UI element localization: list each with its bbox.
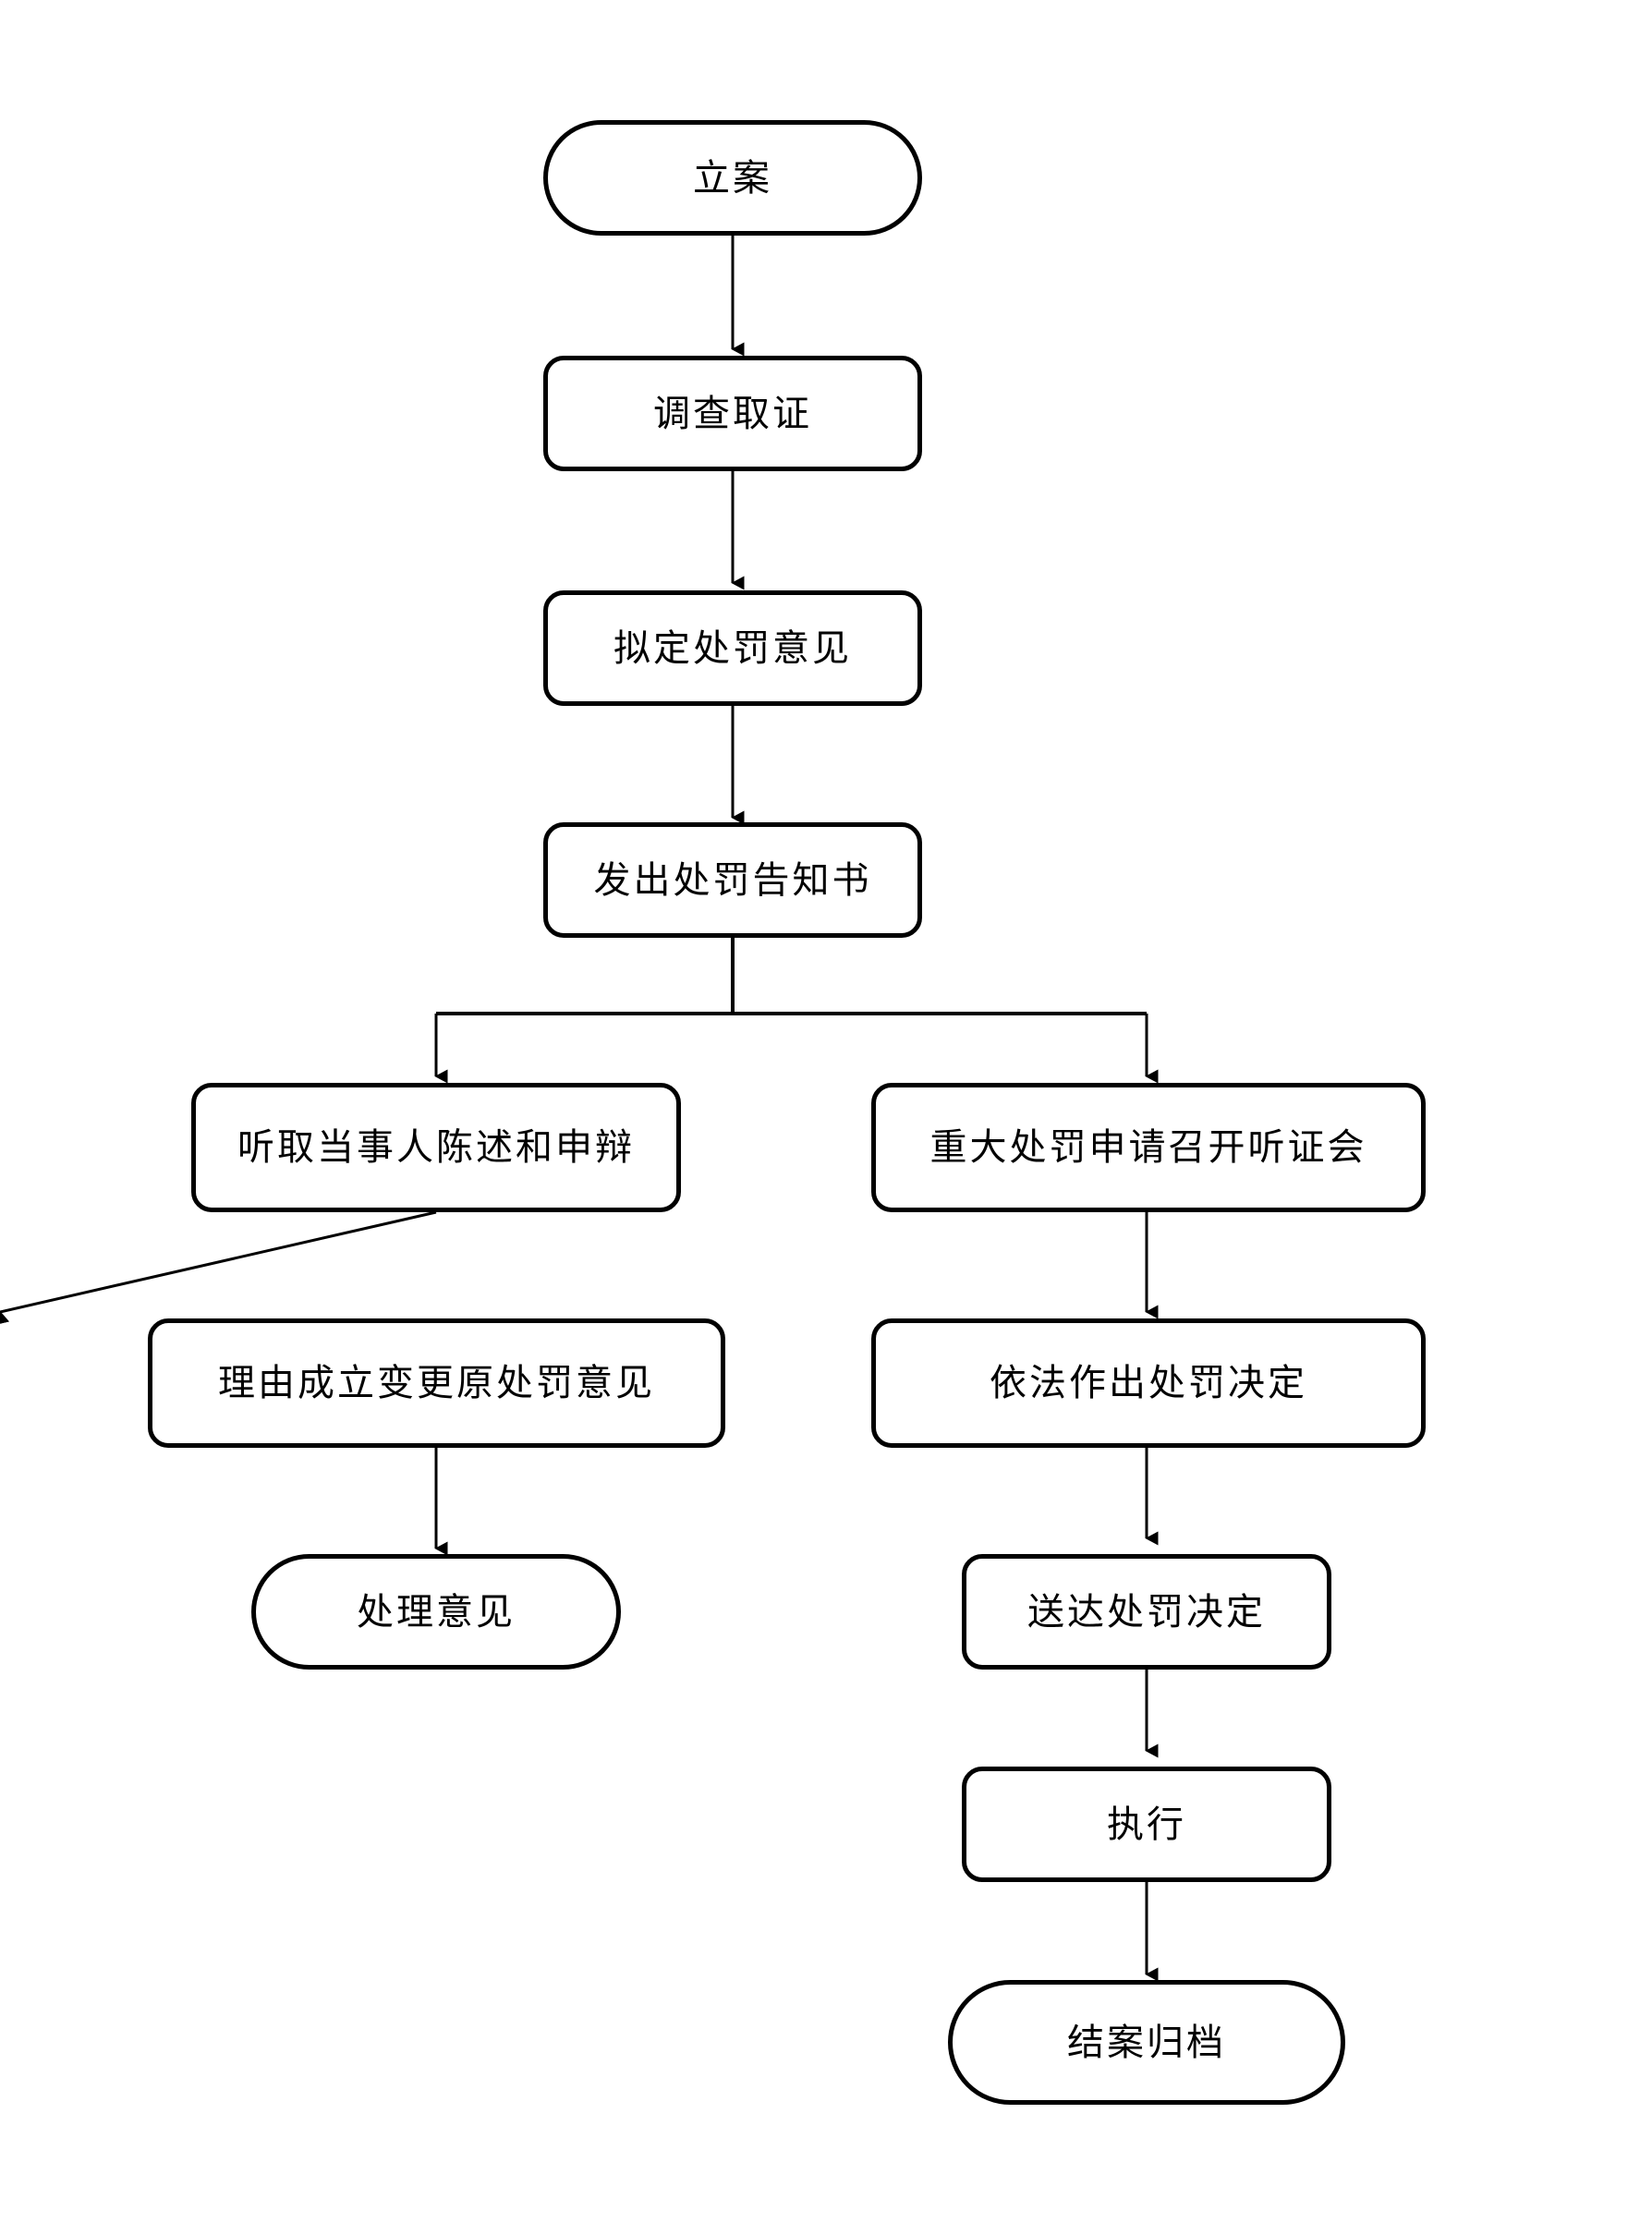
node-label: 结案归档 xyxy=(1067,2021,1226,2064)
node-label: 执行 xyxy=(1107,1803,1186,1846)
node-label: 重大处罚申请召开听证会 xyxy=(929,1126,1367,1169)
node-liangan[interactable]: 立案 xyxy=(543,120,922,236)
node-jiean-guidang[interactable]: 结案归档 xyxy=(948,1980,1345,2105)
node-songda-chufa-jueding[interactable]: 送达处罚决定 xyxy=(962,1554,1331,1670)
node-liyou-chengli-biangeng[interactable]: 理由成立变更原处罚意见 xyxy=(148,1318,725,1448)
node-zhongda-chufa-tingzhenghui[interactable]: 重大处罚申请召开听证会 xyxy=(871,1083,1426,1212)
node-yifa-zuochu-jueding[interactable]: 依法作出处罚决定 xyxy=(871,1318,1426,1448)
node-tingqu-chenshu-shenbian[interactable]: 听取当事人陈述和申辩 xyxy=(191,1083,681,1212)
edge-n5-n7 xyxy=(0,1210,437,1325)
node-label: 听取当事人陈述和申辩 xyxy=(237,1126,635,1169)
node-fachu-chufa-gaozhishu[interactable]: 发出处罚告知书 xyxy=(543,822,922,938)
node-diaocha-quzheng[interactable]: 调查取证 xyxy=(543,356,922,471)
node-zhixing[interactable]: 执行 xyxy=(962,1767,1331,1882)
node-chuli-yijian[interactable]: 处理意见 xyxy=(251,1554,621,1670)
node-niding-chufa-yijian[interactable]: 拟定处罚意见 xyxy=(543,590,922,706)
node-label: 拟定处罚意见 xyxy=(613,626,852,670)
node-label: 处理意见 xyxy=(357,1590,516,1634)
node-label: 依法作出处罚决定 xyxy=(990,1362,1307,1404)
node-label: 发出处罚告知书 xyxy=(593,858,872,902)
node-label: 理由成立变更原处罚意见 xyxy=(218,1362,655,1404)
node-label: 调查取证 xyxy=(653,392,812,435)
node-label: 送达处罚决定 xyxy=(1027,1590,1266,1634)
node-label: 立案 xyxy=(693,156,772,200)
